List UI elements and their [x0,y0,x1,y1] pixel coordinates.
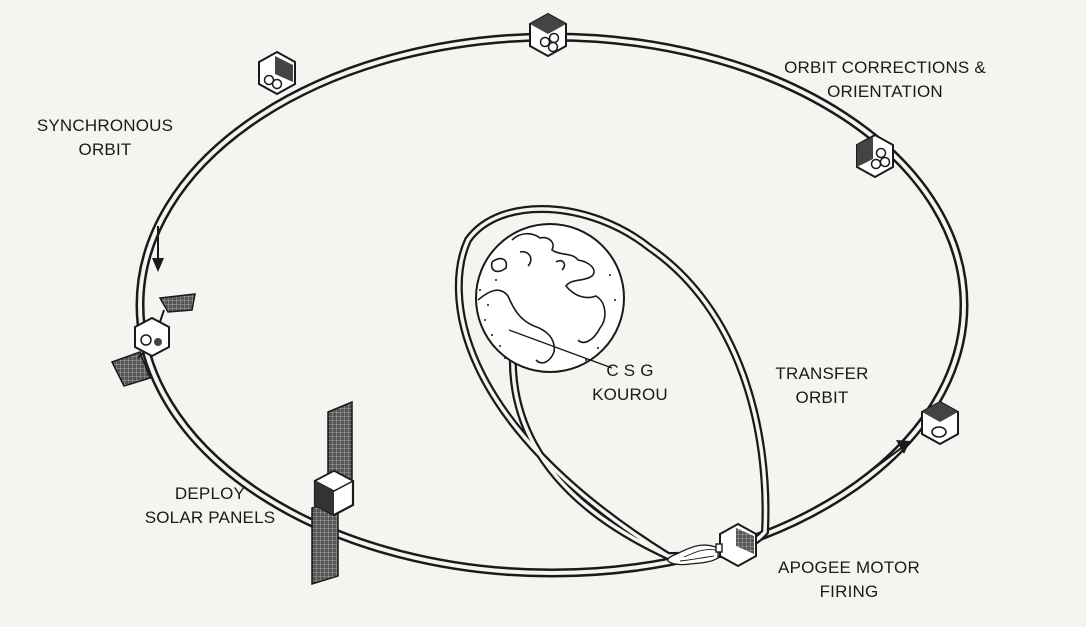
satellite-solar-panels-deployed [311,400,355,586]
label-line: SYNCHRONOUS [36,116,174,135]
label-line: KOUROU [592,385,668,404]
satellite-apogee-motor [667,522,757,568]
satellite-deploying-panels [110,293,196,387]
label-line: DEPLOY [174,484,246,503]
label-csg-kourou: C S G KOUROU [580,359,680,407]
arrow-left-down [152,226,164,272]
label-transfer-orbit: TRANSFER ORBIT [762,362,882,410]
label-line: FIRING [819,582,879,601]
transfer-orbit-path [454,204,770,561]
label-line: SOLAR PANELS [144,508,276,527]
label-line: ORBIT CORRECTIONS & [784,58,986,77]
kourou-pointer-line [508,329,613,369]
label-line: TRANSFER [775,364,869,383]
label-line: APOGEE MOTOR [778,558,920,577]
label-line: ORIENTATION [827,82,943,101]
satellite-upper-left [258,50,296,96]
label-deploy-solar-panels: DEPLOY SOLAR PANELS [130,482,290,530]
satellite-right [921,400,959,446]
label-line: ORBIT [78,140,132,159]
satellite-orbit-corrections [856,133,894,179]
label-line: C S G [606,361,654,380]
label-synchronous-orbit: SYNCHRONOUS ORBIT [30,114,180,162]
label-orbit-corrections: ORBIT CORRECTIONS & ORIENTATION [772,56,998,104]
label-line: ORBIT [795,388,849,407]
satellite-top [529,12,567,58]
earth-globe [475,223,625,373]
arrow-right-up [855,440,910,483]
label-apogee-motor-firing: APOGEE MOTOR FIRING [766,556,932,604]
